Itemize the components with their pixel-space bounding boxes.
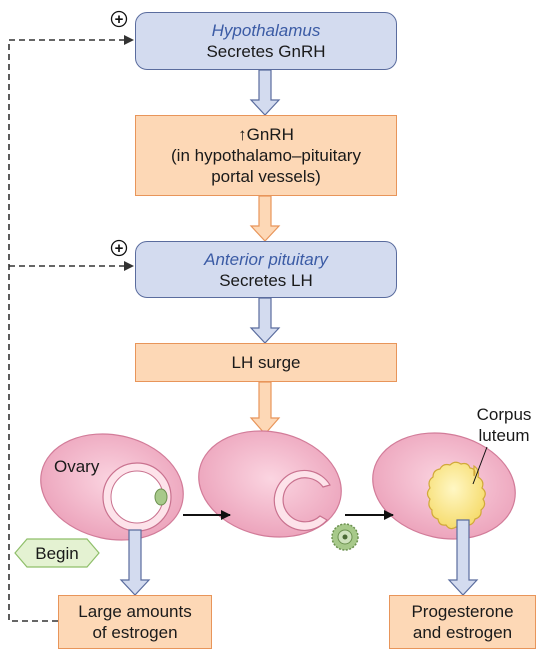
arrow-gnrh-to-pituitary bbox=[249, 195, 281, 242]
svg-text:+: + bbox=[115, 11, 124, 28]
lh-surge-text: LH surge bbox=[231, 353, 301, 372]
progesterone-line-2: and estrogen bbox=[412, 623, 513, 642]
estrogen-line-1: Large amounts bbox=[78, 602, 192, 621]
arrow-luteum-to-progesterone bbox=[447, 519, 479, 596]
arrow-lh-to-ovary bbox=[249, 381, 281, 435]
lh-surge-box: LH surge bbox=[135, 343, 397, 382]
ovary-with-follicle bbox=[40, 433, 184, 541]
ovary-ovulation bbox=[198, 430, 342, 538]
begin-marker bbox=[14, 538, 100, 568]
anterior-pituitary-box: Anterior pituitary Secretes LH bbox=[135, 241, 397, 298]
arrow-pituitary-to-lh bbox=[249, 297, 281, 344]
progesterone-box: Progesterone and estrogen bbox=[389, 595, 536, 649]
released-ovum bbox=[331, 523, 359, 551]
positive-feedback-loop bbox=[8, 35, 134, 622]
svg-text:+: + bbox=[115, 240, 124, 257]
estrogen-line-2: of estrogen bbox=[92, 623, 178, 642]
estrogen-box: Large amounts of estrogen bbox=[58, 595, 212, 649]
arrow-hypothalamus-to-gnrh bbox=[249, 69, 281, 116]
arrow-ovary-to-estrogen bbox=[119, 529, 151, 596]
gnrh-line-1: ↑GnRH bbox=[238, 125, 294, 144]
anterior-pituitary-text: Secretes LH bbox=[219, 270, 313, 290]
plus-sign-hypothalamus: + bbox=[110, 10, 128, 28]
ovary-label: Ovary bbox=[54, 457, 100, 476]
corpus-luteum-line-1: Corpus bbox=[476, 405, 532, 424]
hypothalamus-title: Hypothalamus bbox=[211, 21, 321, 40]
anterior-pituitary-title: Anterior pituitary bbox=[204, 249, 328, 269]
plus-sign-pituitary: + bbox=[110, 239, 128, 257]
corpus-luteum-label: Corpus luteum bbox=[470, 404, 538, 446]
gnrh-line-2: (in hypothalamo–pituitary bbox=[171, 146, 361, 165]
gnrh-line-3: portal vessels) bbox=[211, 167, 321, 186]
progesterone-line-1: Progesterone bbox=[411, 602, 514, 621]
begin-label: Begin bbox=[35, 544, 79, 563]
ovary-corpus-luteum bbox=[372, 432, 516, 540]
hypothalamus-box: Hypothalamus Secretes GnRH bbox=[135, 12, 397, 70]
gnrh-box: ↑GnRH (in hypothalamo–pituitary portal v… bbox=[135, 115, 397, 196]
hypothalamus-text: Secretes GnRH bbox=[206, 42, 326, 61]
corpus-luteum-line-2: luteum bbox=[478, 426, 530, 445]
